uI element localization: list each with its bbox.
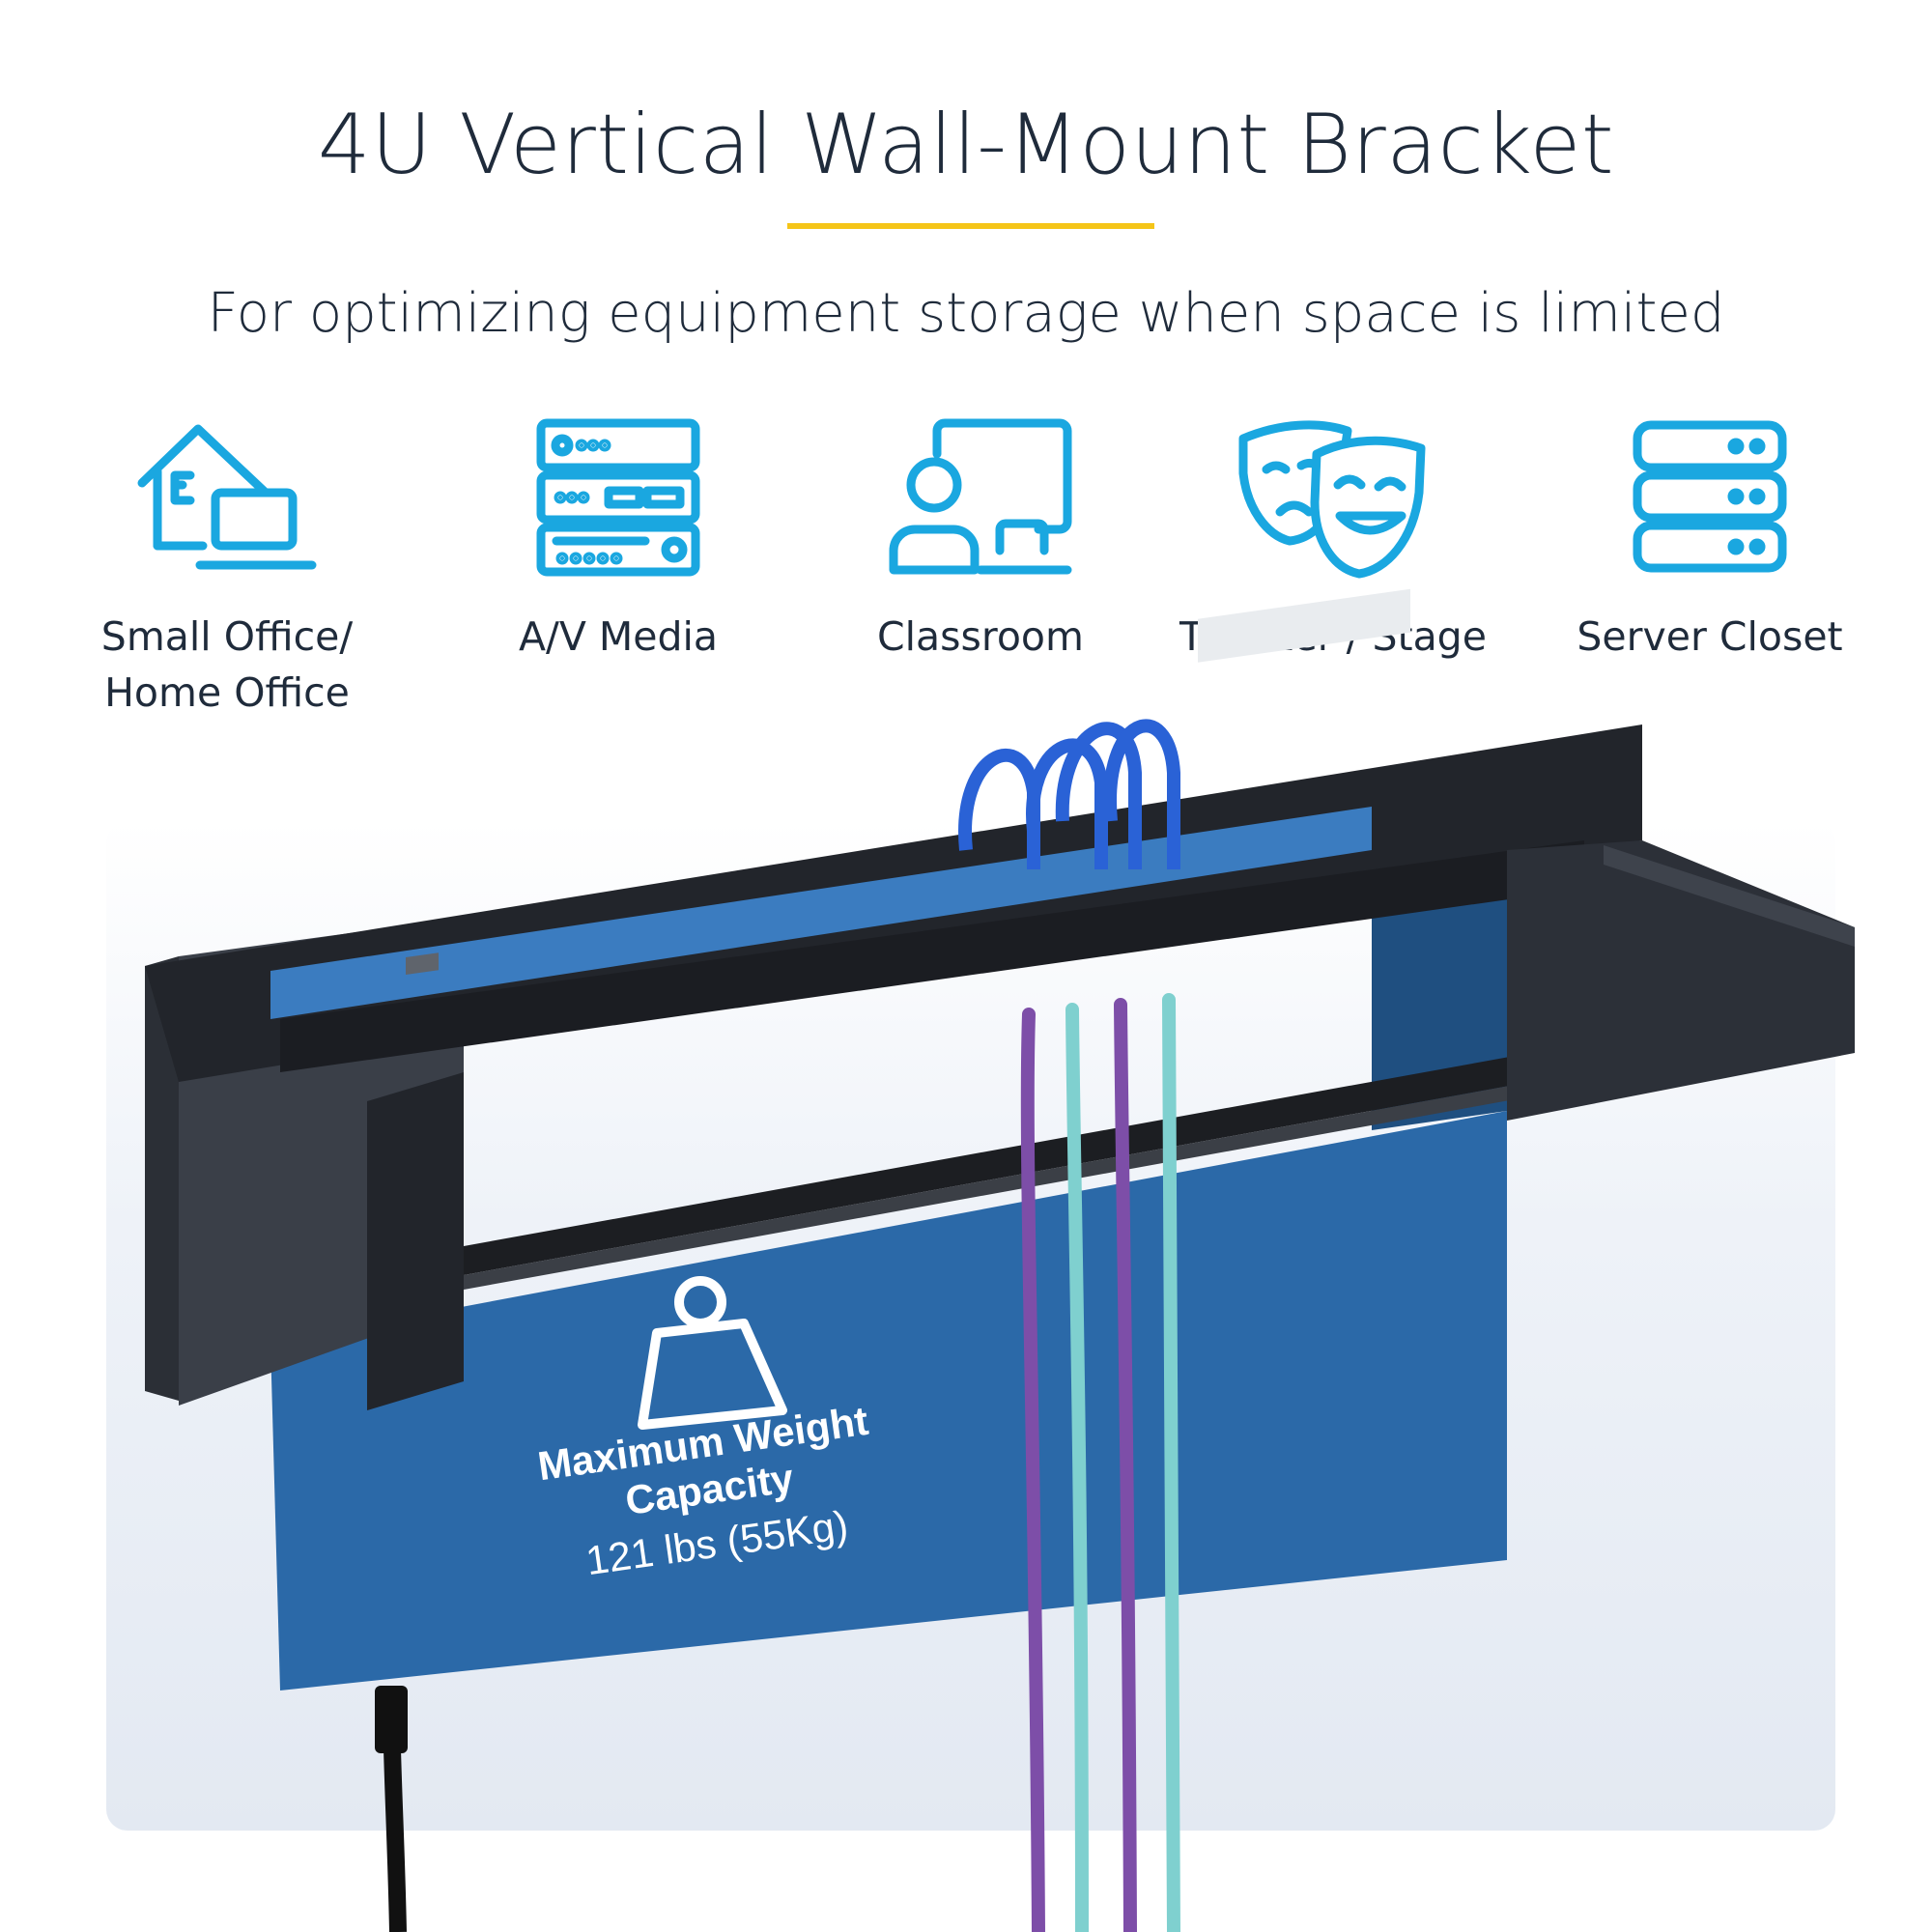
use-case-label: Server Closet — [1577, 613, 1843, 660]
weight-icon — [638, 1276, 787, 1430]
bracket-front-left — [367, 1072, 464, 1410]
use-case-classroom: Classroom — [826, 415, 1135, 665]
server-closet-icon — [1633, 420, 1787, 573]
home-office-icon — [137, 424, 317, 570]
patch-cables — [1020, 993, 1180, 1932]
page-title: 4U Vertical Wall-Mount Bracket — [317, 97, 1615, 193]
device-body — [270, 1111, 1507, 1690]
patch-panel-ports — [406, 952, 439, 975]
use-case-small-office: Small Office/ Home Office — [72, 415, 382, 721]
brand-label — [1198, 588, 1410, 663]
use-case-label: Classroom — [877, 613, 1084, 660]
use-case-label: Small Office/ Home Office — [100, 613, 354, 716]
patch-panel — [280, 840, 1584, 1072]
theater-masks-icon — [1238, 420, 1426, 579]
av-media-icon — [536, 418, 700, 577]
page-subtitle: For optimizing equipment storage when sp… — [207, 282, 1725, 345]
use-case-label: A/V Media — [518, 613, 719, 660]
use-case-av-media: A/V Media — [464, 415, 773, 665]
classroom-icon — [889, 418, 1072, 575]
bracket-side-left — [145, 956, 179, 1401]
blue-patch-loops — [958, 719, 1180, 869]
use-case-server-closet: Server Closet — [1555, 415, 1864, 665]
accent-rule — [787, 223, 1154, 229]
